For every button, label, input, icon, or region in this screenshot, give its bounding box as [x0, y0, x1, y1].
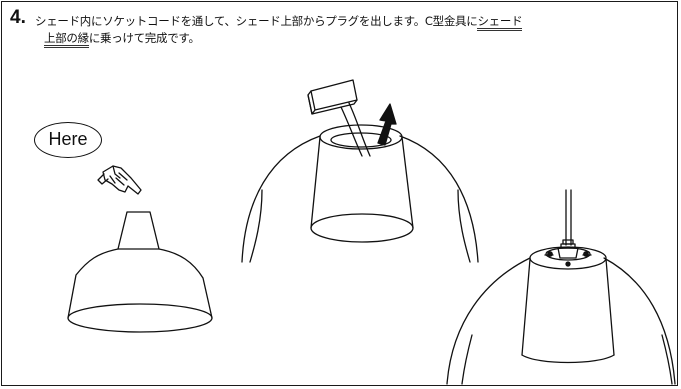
instruction-underlined-2: 上部の縁: [44, 31, 89, 48]
step-number: 4.: [10, 7, 26, 28]
instruction-text-1: シェード内にソケットコードを通して、シェード上部からプラグを出します。C型金具に: [35, 14, 478, 28]
here-callout: Here: [34, 122, 102, 158]
instruction-text-2: に乗っけて完成です。: [88, 31, 200, 45]
up-arrow-icon: [377, 103, 397, 146]
pointing-hand-icon: [97, 165, 142, 195]
instruction-underlined-1: シェード: [477, 14, 523, 31]
small-lamp-drawing: [67, 211, 213, 333]
right-lamp-drawing: [446, 189, 676, 385]
instruction-line-1: シェード内にソケットコードを通して、シェード上部からプラグを出します。C型金具に…: [35, 13, 523, 31]
middle-lamp-drawing: [241, 79, 479, 263]
instruction-line-2: 上部の縁に乗っけて完成です。: [44, 30, 200, 48]
